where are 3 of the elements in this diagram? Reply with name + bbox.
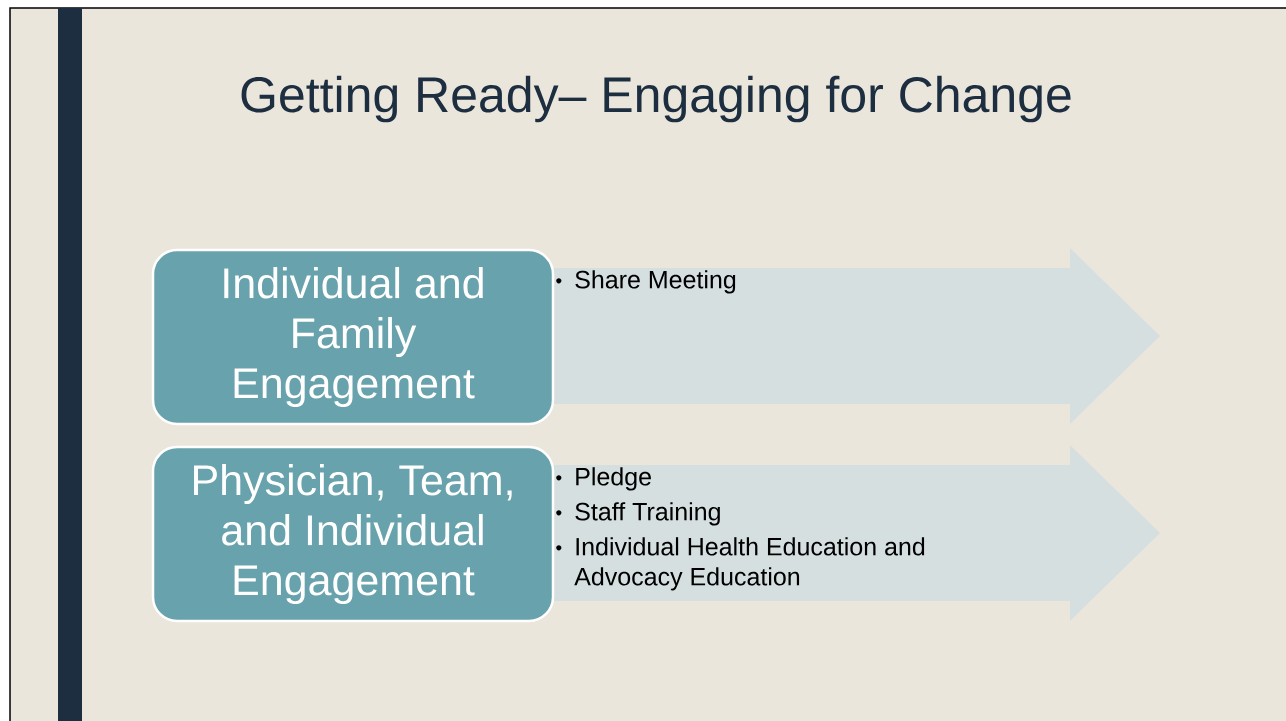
rounded-box: Physician, Team, and Individual Engagement	[151, 445, 555, 623]
title: Getting Ready– Engaging for Change	[241, 75, 1071, 123]
rounded-box: Individual and Family Engagement	[151, 248, 555, 426]
